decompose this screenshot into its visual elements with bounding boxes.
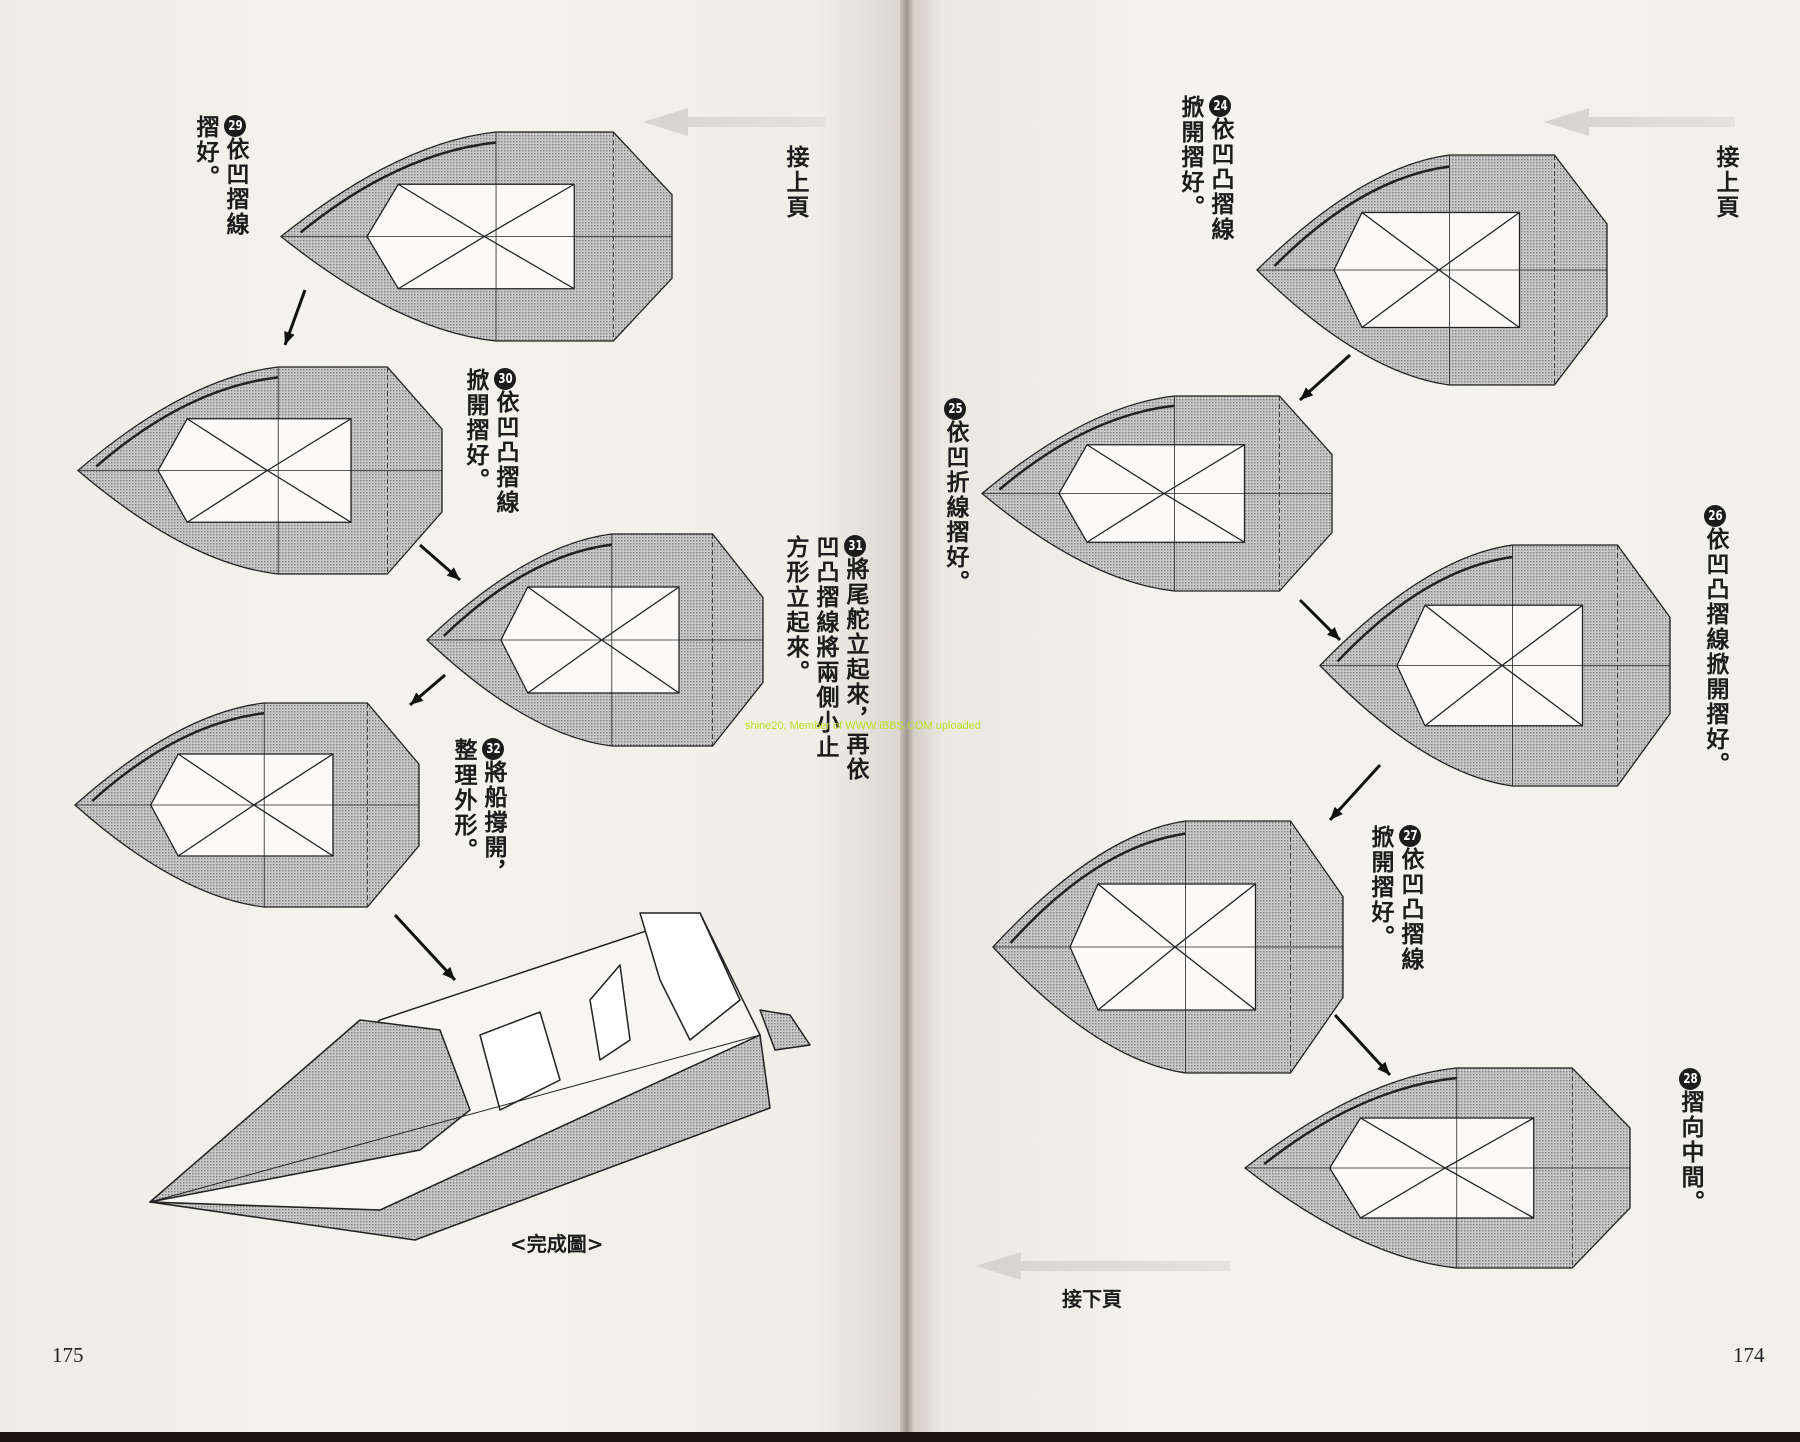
instruction-line: 方形立起來。 <box>782 535 808 685</box>
step-number-badge: 32 <box>482 738 504 760</box>
hull-edge <box>1009 832 1186 944</box>
crease-line <box>1097 946 1256 1011</box>
step-30-diagram <box>76 366 443 575</box>
step-number-badge: 31 <box>844 535 866 557</box>
instruction-line: 掀開摺好。 <box>462 368 488 493</box>
step-31-diagram <box>426 533 764 747</box>
step-arrow <box>419 543 461 582</box>
arrow-head <box>1300 387 1314 400</box>
step-arrow <box>1298 598 1342 642</box>
step-28-diagram <box>1243 1067 1631 1269</box>
step-arrow <box>1328 763 1382 822</box>
instruction-line: 依凹摺線 <box>222 137 248 237</box>
step-number-badge: 30 <box>494 368 516 390</box>
continued-to-label: 接下頁 <box>1062 1287 1122 1311</box>
step-31-instruction: 31將尾舵立起來，再依凹凸摺線將兩側小止方形立起來。 <box>780 535 870 782</box>
arrow-head <box>1330 806 1343 820</box>
step-25-diagram <box>980 395 1333 592</box>
instruction-line: 掀開摺好。 <box>1177 95 1203 220</box>
step-27-instruction: 27依凹凸摺線掀開摺好。 <box>1365 825 1425 972</box>
step-25-instruction: 25依凹折線摺好。 <box>940 398 970 595</box>
crease-line <box>1086 492 1245 543</box>
step-28-instruction: 28摺向中間。 <box>1675 1068 1705 1215</box>
page-number-left: 175 <box>52 1343 84 1367</box>
instruction-line: 凹凸摺線將兩側小止 <box>812 535 838 760</box>
boat-rudder <box>759 1009 811 1051</box>
continued-from-label: 接上頁 <box>782 145 808 220</box>
boat-bow-deck <box>149 1019 471 1203</box>
step-29-diagram <box>279 131 673 342</box>
step-number-badge: 25 <box>944 398 966 420</box>
instruction-line: 依凹凸摺線掀開摺好。 <box>1702 527 1728 777</box>
arrow-head <box>442 966 455 980</box>
arrow-head <box>1377 1061 1390 1075</box>
boat-cockpit-seat <box>479 1011 561 1111</box>
hull-edge <box>1263 1076 1457 1165</box>
step-arrow <box>283 289 307 346</box>
instruction-line: 依凹凸摺線 <box>1397 847 1423 972</box>
step-24-instruction: 24依凹凸摺線掀開摺好。 <box>1175 95 1235 242</box>
instruction-line: 依凹凸摺線 <box>1207 117 1233 242</box>
hull-edge <box>442 543 612 637</box>
page-number-right: 174 <box>1733 1343 1765 1367</box>
upload-watermark: shine20, Member of WWW.IBBS.COM uploaded <box>745 720 981 732</box>
page-direction-arrow <box>643 108 826 136</box>
arrow-shaft <box>393 913 457 982</box>
instruction-line: 摺向中間。 <box>1677 1090 1703 1215</box>
boat-cockpit-seat <box>589 964 631 1061</box>
hull-edge <box>998 404 1175 491</box>
arrow-head <box>446 567 460 580</box>
step-number-badge: 29 <box>224 115 246 137</box>
crease-line <box>186 469 352 523</box>
step-29-instruction: 29依凹摺線摺好。 <box>190 115 250 237</box>
instruction-line: 掀開摺好。 <box>1367 825 1393 950</box>
instruction-line: 依凹折線摺好。 <box>942 420 968 595</box>
step-26-diagram <box>1319 544 1671 787</box>
step-number-badge: 27 <box>1399 825 1421 847</box>
instruction-line: 將船撐開， <box>480 760 506 885</box>
step-27-diagram <box>992 820 1344 1074</box>
finished-caption: <完成圖> <box>510 1232 604 1256</box>
hull-edge <box>91 711 265 802</box>
step-arrow <box>409 673 446 707</box>
arrow-shaft <box>1333 1013 1392 1077</box>
crease-line <box>397 235 575 290</box>
step-arrow <box>393 913 457 982</box>
arrow-head <box>1327 627 1340 640</box>
step-number-badge: 28 <box>1679 1068 1701 1090</box>
crease-line <box>1361 269 1520 329</box>
hull-edge <box>1273 165 1450 267</box>
crease-line <box>1424 664 1583 727</box>
crease-line <box>527 639 680 694</box>
arrow-head <box>410 692 424 705</box>
step-number-badge: 26 <box>1704 505 1726 527</box>
step-30-instruction: 30依凹凸摺線掀開摺好。 <box>460 368 520 515</box>
step-number-badge: 24 <box>1209 95 1231 117</box>
instruction-line: 整理外形。 <box>450 738 476 863</box>
page-direction-arrow <box>1544 108 1735 136</box>
hull-edge <box>1336 555 1513 663</box>
step-32-diagram <box>74 702 420 908</box>
crease-line <box>177 804 334 857</box>
step-arrow <box>1333 1013 1392 1077</box>
instruction-line: 摺好。 <box>192 115 218 190</box>
hull-edge <box>299 141 497 234</box>
continued-from-label-right: 接上頁 <box>1712 145 1738 220</box>
step-32-instruction: 32將船撐開，整理外形。 <box>448 738 508 885</box>
instruction-line: 依凹凸摺線 <box>492 390 518 515</box>
hull-edge <box>95 376 279 468</box>
boat-tail-fin <box>639 912 741 1041</box>
finished-boat-diagram <box>149 912 811 1241</box>
arrow-head <box>284 331 295 345</box>
crease-line <box>1360 1167 1535 1219</box>
instruction-line: 將尾舵立起來，再依 <box>842 557 868 782</box>
book-spine <box>900 0 914 1432</box>
step-arrow <box>1298 353 1352 402</box>
step-24-diagram <box>1256 154 1608 386</box>
step-26-instruction: 26依凹凸摺線掀開摺好。 <box>1700 505 1730 777</box>
page-direction-arrow <box>976 1252 1230 1280</box>
